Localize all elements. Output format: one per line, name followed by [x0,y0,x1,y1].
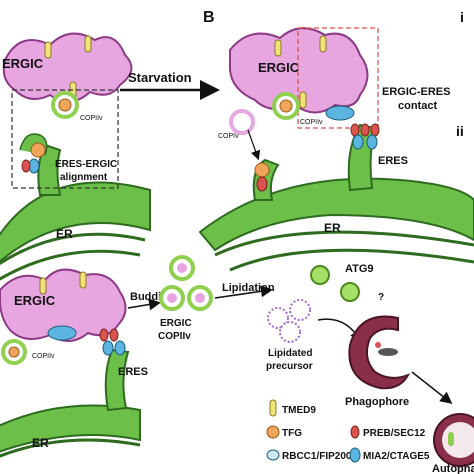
contact-box [297,27,379,129]
copiiv-label-c: COPIIv [32,353,55,360]
rbcc1-icon [266,449,280,461]
tmed9-icon [269,399,277,417]
ergic-eres-contact-line1: ERGIC-ERES [382,86,450,98]
phagophore-label: Phagophore [345,396,409,408]
copiv-label: COPIv [218,133,239,140]
ergic-blob-c [0,268,127,342]
roman-i-label: i [460,9,464,25]
ergic-label-b: ERGIC [258,60,300,75]
question-mark: ? [378,292,384,303]
ergic-copiiv-vesicles [159,255,213,311]
starvation-label: Starvation [128,70,192,85]
lipidation-label: Lipidation [222,282,275,294]
lipidated-precursor-vesicles [267,299,311,343]
er-label-c: ER [32,436,49,450]
atg9-label: ATG9 [345,263,374,275]
legend-rbcc1: RBCC1/FIP200 [282,451,352,462]
ergic-eres-contact-line2: contact [398,100,437,112]
panel-a-top: ER ERGIC COPIIv ERES-ERGIC alignment [0,32,151,281]
autophagosome-label: Autopha [432,463,474,474]
panel-b-top: ER ERGIC ERGIC-ERES contact ERES COPIIv … [198,27,474,272]
ergic-label-a: ERGIC [2,56,44,71]
legend-tmed9: TMED9 [282,405,316,416]
tfg-icon [266,425,280,439]
ergic-copiiv-line1: ERGIC [160,318,192,329]
panel-b-label: B [203,9,215,26]
atg9-vesicle-2 [340,282,360,302]
phagophore-shape [348,315,411,390]
er-label-a: ER [56,227,73,241]
legend-preb: PREB/SEC12 [363,428,426,439]
ergic-copiiv-line2: COPIIv [158,331,191,342]
eres-ergic-alignment-line2: alignment [60,172,108,183]
copiv-vesicle [229,109,255,135]
copiiv-label-a: COPIIv [80,115,103,122]
ergic-blob-a [2,32,133,103]
legend-mia2: MIA2/CTAGE5 [363,451,430,462]
budding-arrow [127,298,161,311]
eres-label-c: ERES [118,366,148,378]
er-label-b: ER [324,221,341,235]
eres-ergic-alignment-line1: ERES-ERGIC [55,159,117,170]
lipidated-precursor-line1: Lipidated [268,348,312,359]
atg9-vesicle [310,265,330,285]
legend-tfg: TFG [282,428,302,439]
panel-bottom: ER ERES ERGIC COPIIv [0,268,148,458]
mia2-icon [349,447,361,463]
roman-ii-label: ii [456,123,464,139]
legend: TMED9 TFG PREB/SEC12 RBCC1/FIP200 MIA2/C… [266,399,430,463]
alignment-box [11,89,119,189]
ergic-blob-b [229,27,369,114]
lipidated-precursor-line2: precursor [266,361,313,372]
lipidation-arrow [214,285,273,299]
ergic-label-c: ERGIC [14,293,56,308]
eres-label-b: ERES [378,155,408,167]
er-membrane-a [0,143,151,281]
er-membrane-c [0,404,141,453]
copiiv-label-b: COPIIv [300,119,323,126]
preb-icon [350,425,360,439]
